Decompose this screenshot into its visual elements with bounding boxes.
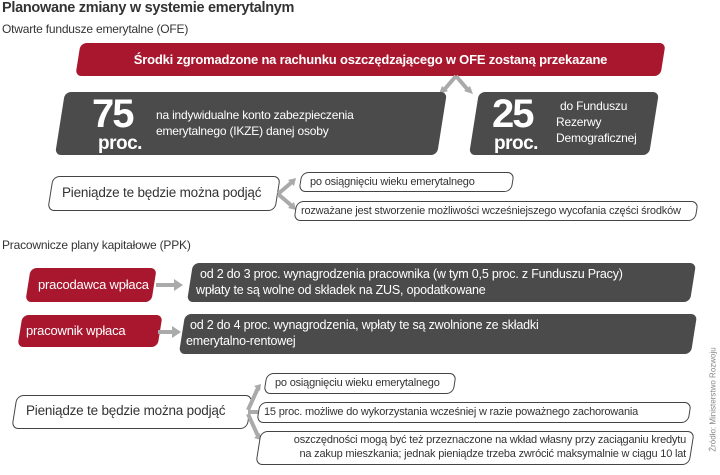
ofe-frd-box: 25 proc. do Funduszu Rezerwy Demograficz… [469,92,659,155]
employee-info: od 2 do 4 proc. wynagrodzenia, wpłaty te… [186,317,539,349]
ikze-unit: proc. [98,133,142,154]
ofe-withdraw-label: Pieniądze te będzie można podjąć [62,185,262,200]
right-arrow-icon [156,279,183,291]
ppk-option: 15 proc. możliwe do wykorzystania wcześn… [256,402,692,423]
ofe-withdraw-box: Pieniądze te będzie można podjąć [47,176,281,211]
ppk-option: po osiągnięciu wieku emerytalnego [263,373,457,394]
right-arrow-icon [158,326,181,338]
branch-arrow-icon [246,384,261,440]
split-arrow-icon [439,74,473,94]
ofe-option: rozważane jest stworzenie możliwości wcz… [293,201,699,221]
employer-info-box: od 2 do 3 proc. wynagrodzenia pracownika… [186,263,697,302]
employer-line: od 2 do 3 proc. wynagrodzenia pracownika… [200,267,623,281]
employer-label-box: pracodawca wpłaca [25,268,157,302]
ofe-banner-text: Środki zgromadzone na rachunku oszczędza… [133,52,608,67]
employee-line: emerytalno-rentowej [186,334,296,348]
ppk-option-text: po osiągnięciu wieku emerytalnego [275,377,440,389]
ikze-percent: 75 [92,92,134,136]
employee-label-box: pracownik wpłaca [17,315,163,347]
ofe-option-text: po osiągnięciu wieku emerytalnego [310,176,475,188]
employee-line: od 2 do 4 proc. wynagrodzenia, wpłaty te… [190,318,539,332]
ppk-option-text: oszczędności mogą być też przeznaczone n… [266,433,686,461]
ppk-heading: Pracownicze plany kapitałowe (PPK) [2,238,191,252]
employer-line: wpłaty te są wolne od składek na ZUS, op… [196,283,486,297]
employer-info: od 2 do 3 proc. wynagrodzenia pracownika… [196,266,623,298]
frd-line: Demograficznej [556,131,637,145]
ikze-text: na indywidualne konto zabezpieczenia eme… [156,108,354,138]
page-title: Planowane zmiany w systemie emerytalnym [2,0,295,16]
employer-label: pracodawca wpłaca [38,277,149,292]
frd-percent: 25 [492,92,534,136]
frd-line: do Funduszu [560,99,628,113]
ppk-withdraw-label: Pieniądze te będzie można podjąć [26,403,226,418]
ofe-banner: Środki zgromadzone na rachunku oszczędza… [75,43,666,76]
ofe-heading: Otwarte fundusze emerytalne (OFE) [2,22,189,36]
ppk-withdraw-box: Pieniądze te będzie można podjąć [11,395,253,429]
frd-line: Rezerwy [556,115,602,129]
branch-arrow-icon [276,178,296,210]
source-note: Źródło: Ministerstwo Rozwoju [708,347,718,452]
ppk-option-line: oszczędności mogą być też przeznaczone n… [293,434,686,446]
ofe-ikze-box: 75 proc. na indywidualne konto zabezpiec… [55,92,447,155]
ofe-option-text: rozważane jest stworzenie możliwości wcz… [301,205,681,217]
ppk-option: oszczędności mogą być też przeznaczone n… [255,431,695,465]
ppk-option-text: 15 proc. możliwe do wykorzystania wcześn… [264,406,639,418]
employee-label: pracownik wpłaca [26,323,126,338]
employee-info-box: od 2 do 4 proc. wynagrodzenia, wpłaty te… [178,314,698,354]
ppk-option-line: na zakup mieszkania; jednak pieniądze tr… [299,448,686,460]
frd-unit: proc. [494,133,538,154]
ofe-option: po osiągnięciu wieku emerytalnego [298,172,515,192]
frd-text: do Funduszu Rezerwy Demograficznej [556,98,656,146]
